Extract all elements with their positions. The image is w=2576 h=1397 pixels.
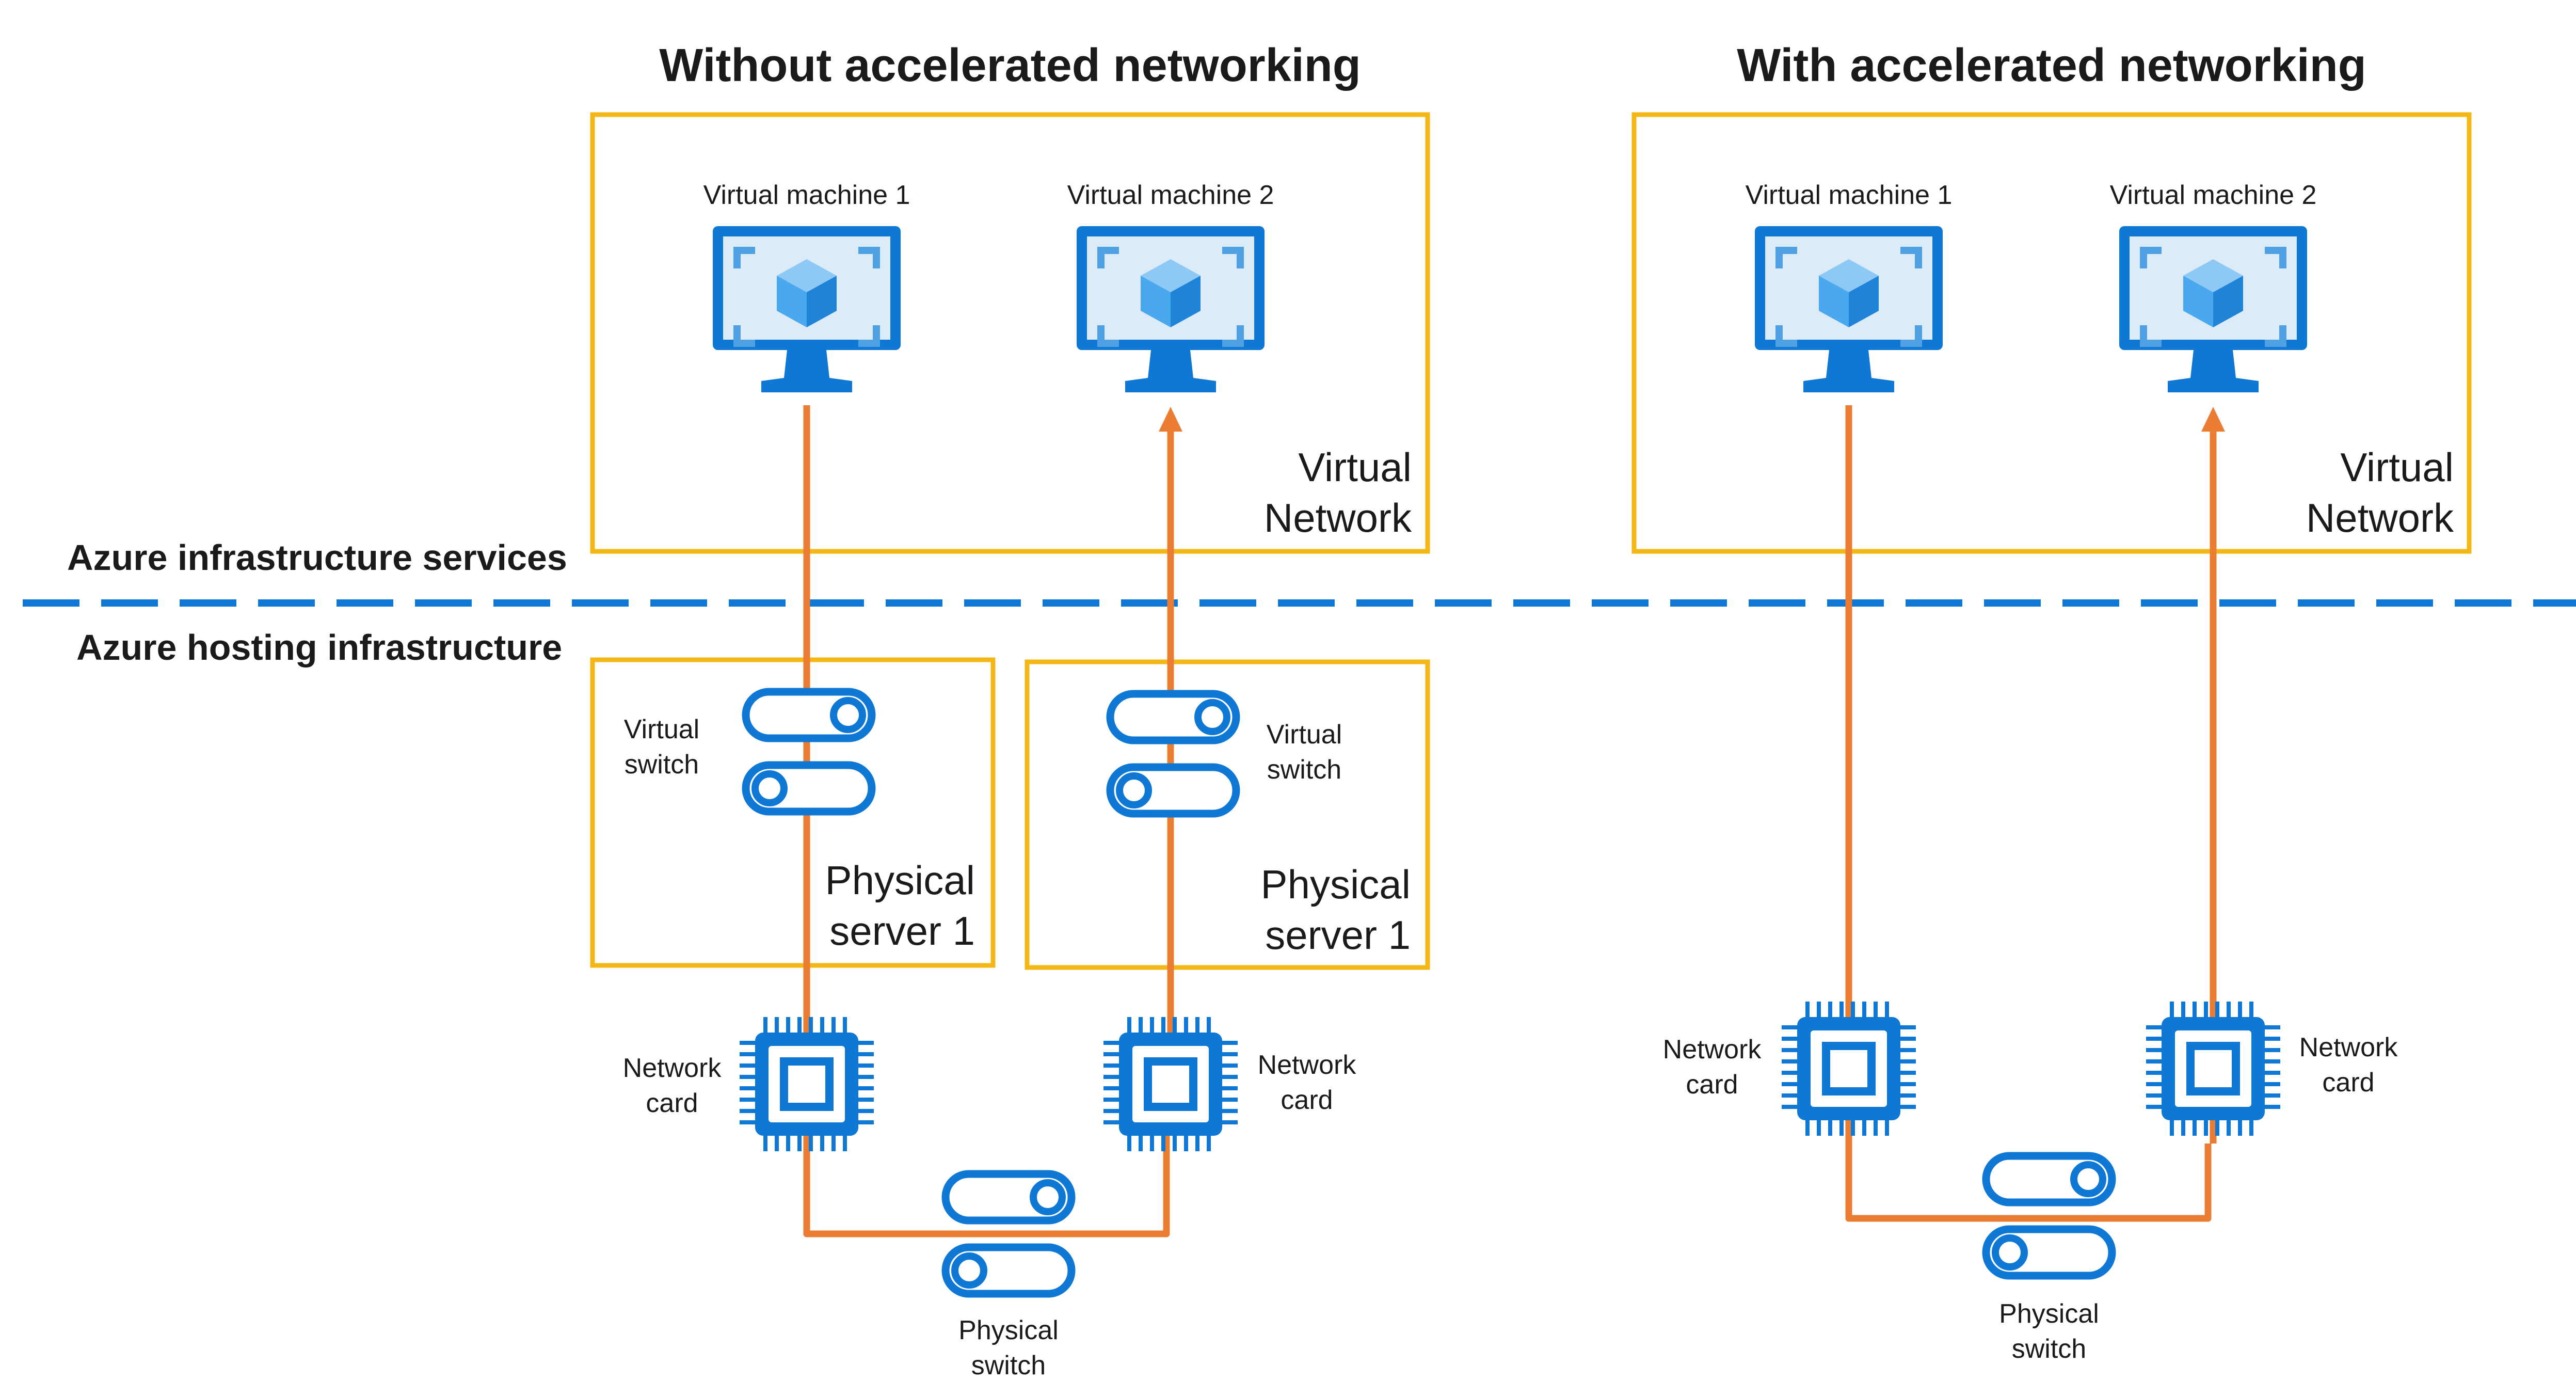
monitor-icon: [713, 226, 901, 392]
monitor-icon: [1755, 226, 1943, 392]
monitor-icon: [2119, 226, 2307, 392]
virtual-network-label-left: Virtual Network: [1263, 444, 1412, 541]
network-card-label-right-2: Network card: [2299, 1033, 2398, 1098]
layer-label-hosting-infrastructure: Azure hosting infrastructure: [76, 627, 563, 668]
arrow-up-icon: [1159, 407, 1182, 432]
vm1-label-right: Virtual machine 1: [1745, 180, 1953, 210]
arrow-up-icon: [2201, 407, 2225, 432]
physical-server-label-2: Physical server 1: [1260, 862, 1411, 958]
vm1-label-left: Virtual machine 1: [703, 180, 910, 210]
network-card-label-right-1: Network card: [1662, 1035, 1762, 1100]
physical-switch-label-left: Physical switch: [958, 1315, 1059, 1380]
virtual-network-box-left: [590, 112, 1430, 554]
physical-server-box-1: [590, 657, 996, 968]
physical-switch-label-right: Physical switch: [1999, 1299, 2099, 1364]
chip-icon: [740, 1017, 874, 1151]
virtual-switch-label-2: Virtual switch: [1266, 720, 1342, 785]
network-card-label-left-1: Network card: [622, 1053, 722, 1118]
virtual-network-label-right: Virtual Network: [2306, 444, 2454, 541]
network-card-label-left-2: Network card: [1257, 1050, 1356, 1115]
title-without-accelerated: Without accelerated networking: [659, 40, 1361, 91]
virtual-switch-label-1: Virtual switch: [623, 715, 700, 780]
flow-line-left-vm1: [803, 405, 1170, 1237]
physical-server-label-1: Physical server 1: [825, 858, 975, 954]
flow-line-right-vm1: [1845, 405, 2212, 1222]
layer-label-infrastructure-services: Azure infrastructure services: [67, 537, 567, 578]
monitor-icon: [1077, 226, 1265, 392]
vm2-label-left: Virtual machine 2: [1067, 180, 1274, 210]
vm2-label-right: Virtual machine 2: [2109, 180, 2317, 210]
chip-icon: [1782, 1002, 1916, 1136]
physical-server-box-2: [1025, 659, 1430, 970]
chip-icon: [1103, 1017, 1238, 1151]
virtual-network-box-right: [1631, 112, 2472, 554]
title-with-accelerated: With accelerated networking: [1737, 40, 2366, 91]
chip-icon: [2146, 1002, 2280, 1136]
